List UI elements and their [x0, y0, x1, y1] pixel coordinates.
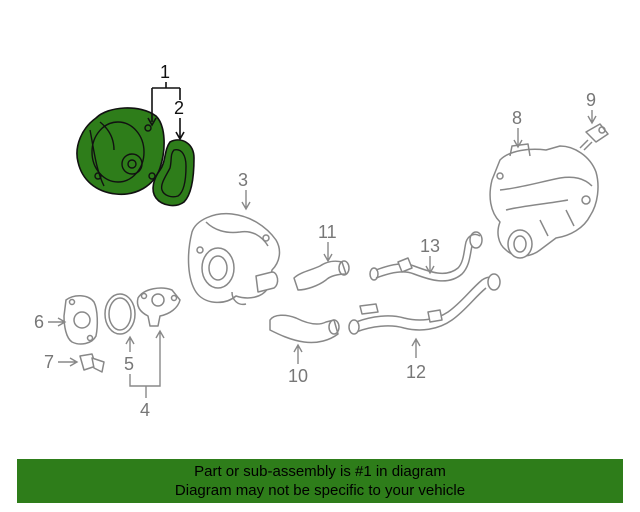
- callout-1: 1: [160, 62, 170, 82]
- leader-2: [175, 118, 185, 141]
- info-banner: Part or sub-assembly is #1 in diagram Di…: [17, 459, 623, 503]
- callout-6: 6: [34, 312, 44, 332]
- banner-line-1: Part or sub-assembly is #1 in diagram: [194, 463, 446, 480]
- leader-1: [151, 82, 181, 122]
- callout-7: 7: [44, 352, 54, 372]
- part-2-gasket[interactable]: [152, 139, 195, 207]
- callout-9: 9: [586, 90, 596, 110]
- callout-13: 13: [420, 236, 440, 256]
- leader-6: [48, 317, 67, 327]
- callout-10: 10: [288, 366, 308, 386]
- leader-4: [129, 329, 165, 398]
- leader-8: [513, 128, 523, 149]
- leader-11: [323, 242, 333, 263]
- callout-4: 4: [140, 400, 150, 420]
- callout-3: 3: [238, 170, 248, 190]
- leader-3: [241, 190, 251, 211]
- part-4-thermostat[interactable]: [136, 287, 181, 327]
- part-12-pipe[interactable]: [348, 273, 501, 335]
- callout-5: 5: [124, 354, 134, 374]
- callout-8: 8: [512, 108, 522, 128]
- part-1-water-pump[interactable]: [76, 107, 165, 195]
- leader-1-arrow: [147, 117, 157, 127]
- leader-9: [587, 110, 597, 125]
- leader-12: [411, 337, 421, 358]
- part-5-o-ring[interactable]: [104, 293, 136, 335]
- part-7-bolt[interactable]: [79, 353, 105, 373]
- callout-2: 2: [174, 98, 184, 118]
- leader-5: [125, 335, 135, 352]
- part-3-housing[interactable]: [187, 212, 281, 306]
- banner-line-2: Diagram may not be specific to your vehi…: [174, 482, 466, 499]
- callout-12: 12: [406, 362, 426, 382]
- part-13-pipe[interactable]: [369, 231, 483, 282]
- part-9-sensor[interactable]: [579, 123, 609, 151]
- leader-13: [425, 256, 435, 275]
- part-10-hose[interactable]: [269, 314, 340, 344]
- leader-7: [58, 357, 79, 367]
- part-8-housing[interactable]: [489, 143, 599, 259]
- part-6-cover[interactable]: [63, 295, 99, 345]
- part-11-hose[interactable]: [293, 260, 350, 291]
- callout-11: 11: [318, 222, 337, 242]
- leader-10: [293, 343, 303, 364]
